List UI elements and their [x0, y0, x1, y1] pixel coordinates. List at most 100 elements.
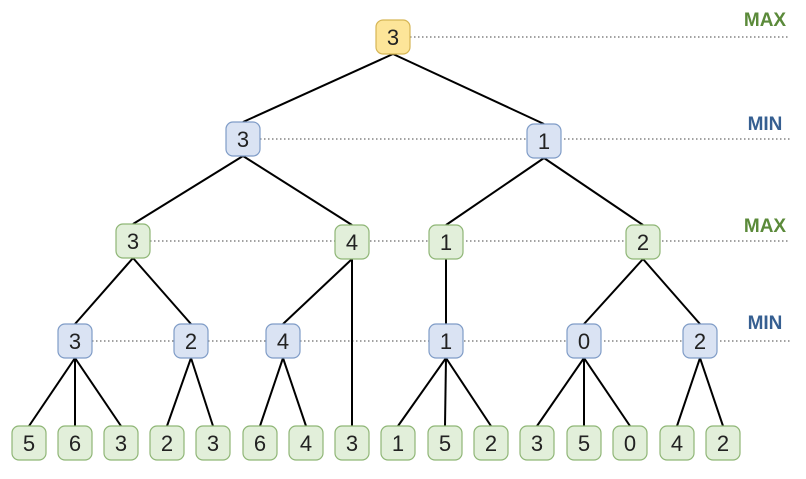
node-value: 6: [254, 431, 266, 456]
tree-node-h: 2: [173, 323, 209, 359]
leaf-node: 2: [473, 425, 509, 461]
leaf-node: 5: [11, 425, 47, 461]
node-box: [115, 223, 151, 259]
leaf-node: 3: [334, 425, 370, 461]
node-box: [473, 425, 509, 461]
node-box: [57, 425, 93, 461]
level-label-max: MAX: [744, 10, 787, 31]
tree-node-l: 2: [682, 323, 718, 359]
node-value: 2: [185, 329, 197, 354]
node-value: 4: [346, 230, 358, 255]
node-box: [659, 425, 695, 461]
leaf-node: 2: [705, 425, 741, 461]
tree-node-a: 3: [225, 121, 261, 157]
node-box: [519, 425, 555, 461]
tree-node-e: 1: [428, 224, 464, 260]
node-box: [566, 323, 602, 359]
node-box: [225, 121, 261, 157]
node-value: 1: [538, 129, 550, 154]
node-value: 2: [694, 329, 706, 354]
node-box: [288, 425, 324, 461]
node-box: [265, 323, 301, 359]
tree-edge-root-b: [392, 53, 545, 125]
node-value: 3: [531, 431, 543, 456]
node-value: 1: [440, 329, 452, 354]
node-value: 3: [69, 329, 81, 354]
leaf-node: 5: [566, 425, 602, 461]
leaf-node: 4: [288, 425, 324, 461]
tree-edge-root-a: [242, 53, 394, 123]
leaf-node: 3: [195, 425, 231, 461]
leaf-node: 4: [659, 425, 695, 461]
tree-edge-l-m16: [699, 357, 724, 427]
node-box: [334, 425, 370, 461]
tree-edge-i-m7: [282, 357, 307, 427]
node-box: [57, 323, 93, 359]
node-box: [195, 425, 231, 461]
tree-edge-k-m12: [536, 357, 585, 427]
node-box: [612, 425, 648, 461]
tree-edge-h-m4: [166, 357, 192, 427]
node-value: 6: [69, 431, 81, 456]
node-value: 3: [237, 127, 249, 152]
tree-node-j: 1: [428, 323, 464, 359]
tree-edge-h-m5: [190, 357, 214, 427]
node-value: 3: [127, 229, 139, 254]
tree-node-b: 1: [526, 123, 562, 159]
leaf-node: 0: [612, 425, 648, 461]
tree-edge-f-k: [583, 258, 644, 325]
tree-edge-a-c: [132, 155, 244, 225]
leaf-node: 3: [103, 425, 139, 461]
tree-edge-b-e: [445, 157, 545, 226]
node-value: 3: [207, 431, 219, 456]
node-box: [242, 425, 278, 461]
tree-node-root: 3: [375, 19, 411, 55]
tree-edge-g-m3: [74, 357, 122, 427]
level-label-min: MIN: [748, 313, 783, 334]
node-value: 4: [671, 431, 683, 456]
tree-edge-f-l: [642, 258, 701, 325]
tree-node-f: 2: [625, 224, 661, 260]
node-box: [428, 224, 464, 260]
node-value: 3: [346, 431, 358, 456]
node-value: 5: [23, 431, 35, 456]
leaf-node: 1: [380, 425, 416, 461]
node-value: 2: [717, 431, 729, 456]
node-value: 4: [300, 431, 312, 456]
tree-edge-a-d: [242, 155, 353, 226]
node-value: 5: [578, 431, 590, 456]
tree-edge-l-m15: [676, 357, 701, 427]
node-box: [526, 123, 562, 159]
node-value: 2: [485, 431, 497, 456]
node-box: [380, 425, 416, 461]
tree-edge-j-m10: [444, 357, 447, 427]
level-label-max: MAX: [744, 216, 787, 237]
node-value: 3: [115, 431, 127, 456]
node-value: 1: [392, 431, 404, 456]
tree-edge-i-m6: [259, 357, 284, 427]
node-value: 5: [439, 431, 451, 456]
leaf-node: 3: [519, 425, 555, 461]
node-box: [375, 19, 411, 55]
node-box: [173, 323, 209, 359]
node-value: 0: [578, 329, 590, 354]
leaf-node: 6: [242, 425, 278, 461]
node-value: 4: [277, 329, 289, 354]
node-value: 2: [161, 431, 173, 456]
node-box: [428, 323, 464, 359]
node-value: 3: [387, 25, 399, 50]
tree-edge-j-m11: [445, 357, 492, 427]
tree-edge-c-h: [132, 257, 192, 325]
leaf-node: 6: [57, 425, 93, 461]
tree-edge-k-m14: [583, 357, 631, 427]
node-box: [625, 224, 661, 260]
tree-edge-g-m1: [28, 357, 76, 427]
node-box: [566, 425, 602, 461]
level-label-min: MIN: [748, 114, 783, 135]
leaf-node: 5: [427, 425, 463, 461]
node-value: 0: [624, 431, 636, 456]
tree-node-c: 3: [115, 223, 151, 259]
node-box: [11, 425, 47, 461]
tree-edge-c-g: [74, 257, 134, 325]
